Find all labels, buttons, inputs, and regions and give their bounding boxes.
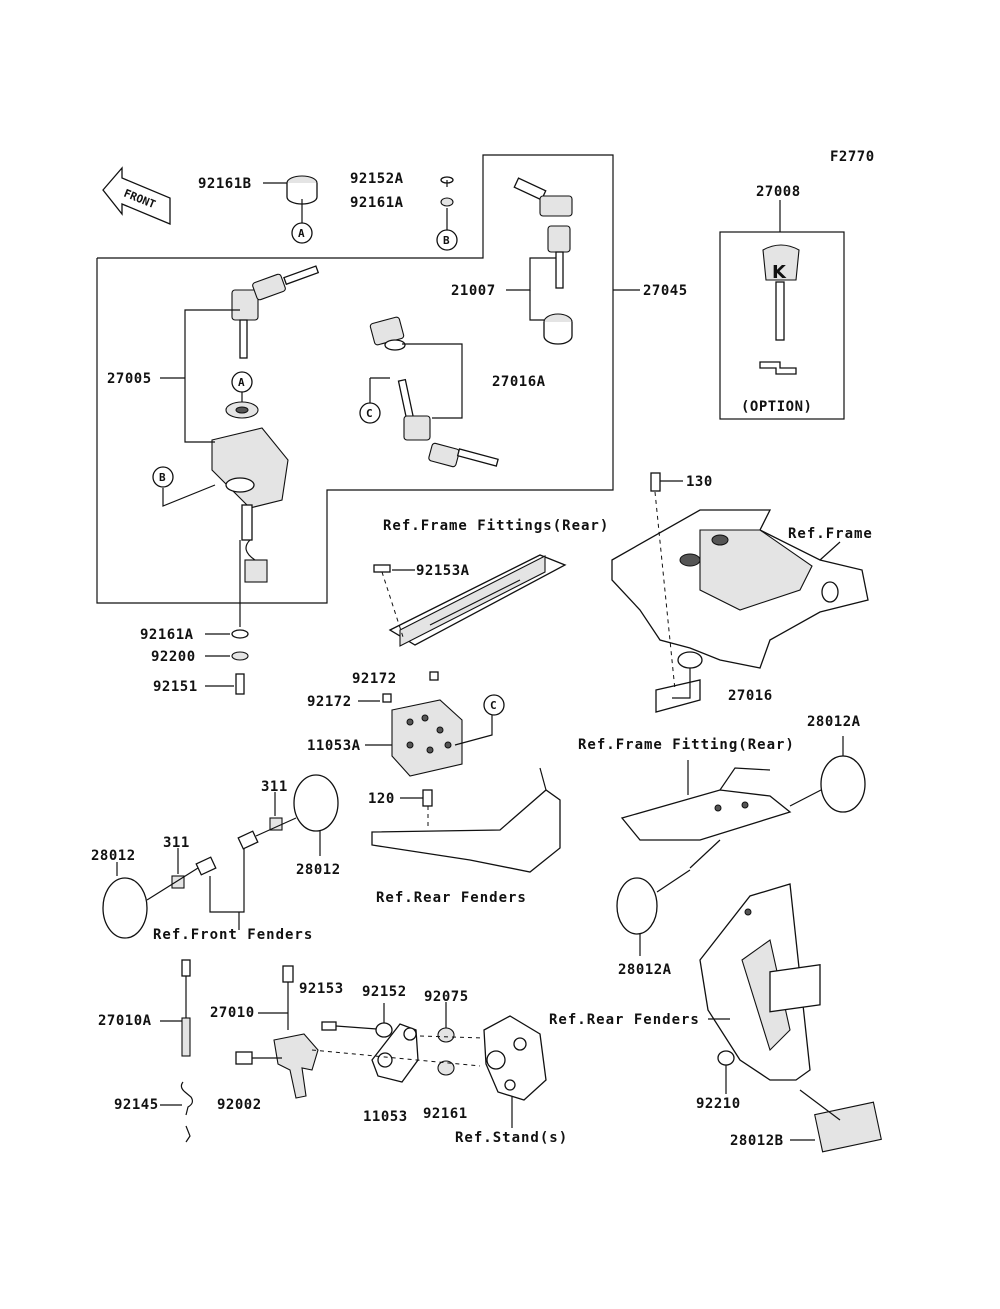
label-92161B: 92161B [198, 176, 252, 192]
label-311-b: 311 [163, 835, 190, 851]
label-28012-left: 28012 [91, 848, 136, 864]
bracket-11053A-icon [391, 699, 463, 777]
svg-text:B: B [159, 471, 166, 484]
bolt-130-icon [650, 472, 661, 492]
frame-fitting-rear-right-icon [620, 767, 792, 869]
washer-92152A-icon [440, 176, 454, 207]
ignition-keys-27005-icon [231, 265, 320, 359]
label-27005: 27005 [107, 371, 152, 387]
label-92161: 92161 [423, 1106, 468, 1122]
bolt-92153A-icon [373, 564, 391, 573]
screw-120-icon [422, 789, 433, 807]
label-92151: 92151 [153, 679, 198, 695]
reflector-28012-left-icon [102, 877, 148, 939]
label-27016: 27016 [728, 688, 773, 704]
label-92161A-top: 92161A [350, 195, 404, 211]
label-92002: 92002 [217, 1097, 262, 1113]
label-120: 120 [368, 791, 395, 807]
stand-bracket-icon [483, 1015, 547, 1101]
washer-92152-icon [375, 1022, 393, 1038]
label-311-a: 311 [261, 779, 288, 795]
label-27010A: 27010A [98, 1013, 152, 1029]
ref-frame-fittings-rear: Ref.Frame Fittings(Rear) [383, 518, 609, 534]
label-92200: 92200 [151, 649, 196, 665]
label-92172-a: 92172 [352, 671, 397, 687]
label-27010: 27010 [210, 1005, 255, 1021]
callout-b-2: B [152, 466, 174, 488]
svg-text:A: A [298, 227, 305, 240]
reflector-28012B-icon [814, 1101, 882, 1153]
label-92172-b: 92172 [307, 694, 352, 710]
label-92152: 92152 [362, 984, 407, 1000]
seat-lock-27016A-icon [369, 316, 499, 468]
callout-c-2: C [483, 694, 505, 716]
ref-rear-fenders-1: Ref.Rear Fenders [376, 890, 527, 906]
label-27045: 27045 [643, 283, 688, 299]
screw-stack-icon [231, 629, 249, 695]
switch-27010-icon [235, 965, 319, 1099]
callout-b-1: B [436, 229, 458, 251]
svg-text:C: C [490, 699, 497, 712]
washer-92161-icon [437, 1060, 455, 1076]
switch-27010A-icon [180, 959, 194, 1143]
svg-text:B: B [443, 234, 450, 247]
label-28012B: 28012B [730, 1133, 784, 1149]
callout-a-2: A [231, 371, 253, 393]
kit-outline-27045 [96, 154, 614, 604]
label-92153: 92153 [299, 981, 344, 997]
front-arrow-icon: FRONT [102, 166, 171, 225]
nut-311-a-icon [269, 817, 283, 831]
svg-text:K: K [772, 262, 787, 283]
label-28012-right: 28012 [296, 862, 341, 878]
label-11053A: 11053A [307, 738, 361, 754]
ignition-switch-27005-icon [211, 401, 289, 583]
callout-c-1: C [359, 402, 381, 424]
option-key-27008-icon: K [759, 244, 800, 375]
figure-code: F2770 [830, 149, 875, 165]
screw-92172-b-icon [429, 671, 439, 681]
screw-92172-a-icon [382, 693, 392, 703]
bolt-92153-icon [321, 1021, 337, 1031]
label-92153A: 92153A [416, 563, 470, 579]
ref-front-fenders: Ref.Front Fenders [153, 927, 313, 943]
label-27008: 27008 [756, 184, 801, 200]
key-pair-21007-icon [513, 177, 573, 345]
label-28012A-bottom: 28012A [618, 962, 672, 978]
label-92145: 92145 [114, 1097, 159, 1113]
label-27016A: 27016A [492, 374, 546, 390]
svg-text:C: C [366, 407, 373, 420]
option-label: (OPTION) [741, 399, 812, 415]
reflector-28012-right-icon [293, 774, 339, 832]
label-28012A-top: 28012A [807, 714, 861, 730]
reflector-28012A-top-icon [820, 755, 866, 813]
label-130: 130 [686, 474, 713, 490]
label-92152A: 92152A [350, 171, 404, 187]
label-92161A-low: 92161A [140, 627, 194, 643]
option-box-27008 [719, 231, 845, 420]
ref-frame-fitting-rear: Ref.Frame Fitting(Rear) [578, 737, 795, 753]
callout-a-1: A [291, 222, 313, 244]
rear-fender-icon [371, 767, 561, 873]
grommet-92210-icon [717, 1050, 735, 1066]
rear-fender-2-icon [699, 883, 821, 1081]
label-21007: 21007 [451, 283, 496, 299]
frame-fitting-rear-icon [388, 554, 567, 647]
svg-text:A: A [238, 376, 245, 389]
ref-stands: Ref.Stand(s) [455, 1130, 568, 1146]
rear-frame-27016-icon [611, 509, 869, 713]
label-92075: 92075 [424, 989, 469, 1005]
label-11053: 11053 [363, 1109, 408, 1125]
washer-92075-icon [437, 1027, 455, 1043]
ref-frame: Ref.Frame [788, 526, 873, 542]
reflector-28012A-bottom-icon [616, 877, 658, 935]
ref-rear-fenders-2: Ref.Rear Fenders [549, 1012, 700, 1028]
label-92210: 92210 [696, 1096, 741, 1112]
